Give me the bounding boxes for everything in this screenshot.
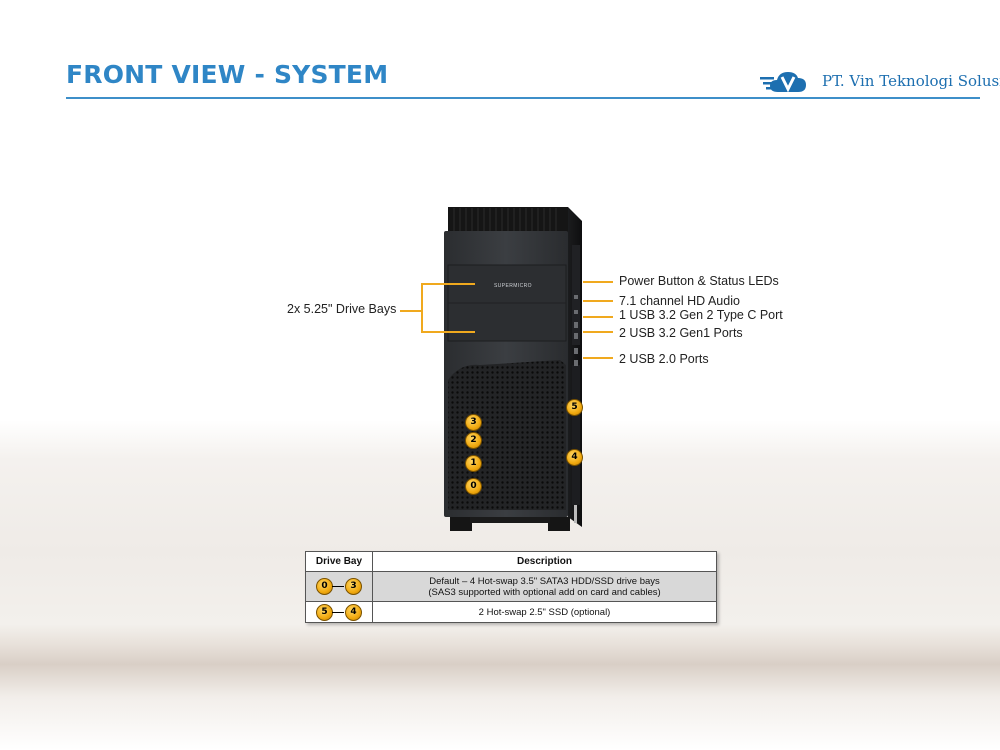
- page-title: FRONT VIEW - SYSTEM: [66, 60, 389, 89]
- callout-line: [583, 300, 613, 302]
- bay-badge-0: 0: [465, 478, 482, 495]
- callout-bracket: [421, 283, 423, 333]
- drive-bay-cell: 0 3: [305, 571, 373, 602]
- drive-bay-table: Drive Bay Description 0 3 Default – 4 Ho…: [305, 551, 717, 623]
- range-dash: [332, 586, 344, 587]
- bay-range: 5 4: [316, 603, 362, 621]
- callout-drive-bays-label: 2x 5.25" Drive Bays: [287, 302, 397, 316]
- description-cell: 2 Hot-swap 2.5" SSD (optional): [372, 601, 717, 623]
- callout-hd-audio-label: 7.1 channel HD Audio: [619, 294, 740, 308]
- table-row: 0 3 Default – 4 Hot-swap 3.5" SATA3 HDD/…: [305, 571, 717, 602]
- company-logo: PT. Vin Teknologi Solusi: [760, 64, 1000, 96]
- bay-range: 0 3: [316, 578, 362, 595]
- bay-badge-4: 4: [566, 449, 583, 466]
- callout-power-button-label: Power Button & Status LEDs: [619, 274, 779, 288]
- cloud-v-logo-icon: [760, 72, 806, 93]
- header-description: Description: [372, 551, 717, 572]
- callout-usb-c-label: 1 USB 3.2 Gen 2 Type C Port: [619, 308, 783, 322]
- server-brand-label: SUPERMICRO: [494, 283, 532, 289]
- callout-line: [583, 331, 613, 333]
- bay-badge-3: 3: [465, 414, 482, 431]
- bay-badge-5: 5: [566, 399, 583, 416]
- description-cell: Default – 4 Hot-swap 3.5" SATA3 HDD/SSD …: [372, 571, 717, 602]
- callout-usb-gen1-label: 2 USB 3.2 Gen1 Ports: [619, 326, 743, 340]
- callout-line: [421, 331, 475, 333]
- callout-line: [583, 357, 613, 359]
- bay-badge-from: 0: [316, 578, 333, 595]
- title-underline: [66, 97, 980, 99]
- callout-line: [583, 281, 613, 283]
- callout-line: [400, 310, 422, 312]
- bay-badge-to: 3: [345, 578, 362, 595]
- company-name: PT. Vin Teknologi Solusi: [822, 72, 1000, 90]
- description-line: 2 Hot-swap 2.5" SSD (optional): [478, 606, 611, 618]
- bay-badge-1: 1: [465, 455, 482, 472]
- header-drive-bay: Drive Bay: [305, 551, 373, 572]
- bay-badge-to: 4: [345, 603, 362, 621]
- bay-badge-from: 5: [316, 603, 333, 621]
- bay-badge-2: 2: [465, 432, 482, 449]
- table-row: 5 4 2 Hot-swap 2.5" SSD (optional): [305, 601, 717, 623]
- description-line: Default – 4 Hot-swap 3.5" SATA3 HDD/SSD …: [429, 575, 660, 587]
- description-line: (SAS3 supported with optional add on car…: [428, 586, 661, 598]
- callout-line: [421, 283, 475, 285]
- callout-line: [583, 316, 613, 318]
- server-tower-image: [444, 207, 582, 531]
- drive-bay-cell: 5 4: [305, 601, 373, 623]
- range-dash: [332, 611, 344, 613]
- callout-usb2-label: 2 USB 2.0 Ports: [619, 352, 709, 366]
